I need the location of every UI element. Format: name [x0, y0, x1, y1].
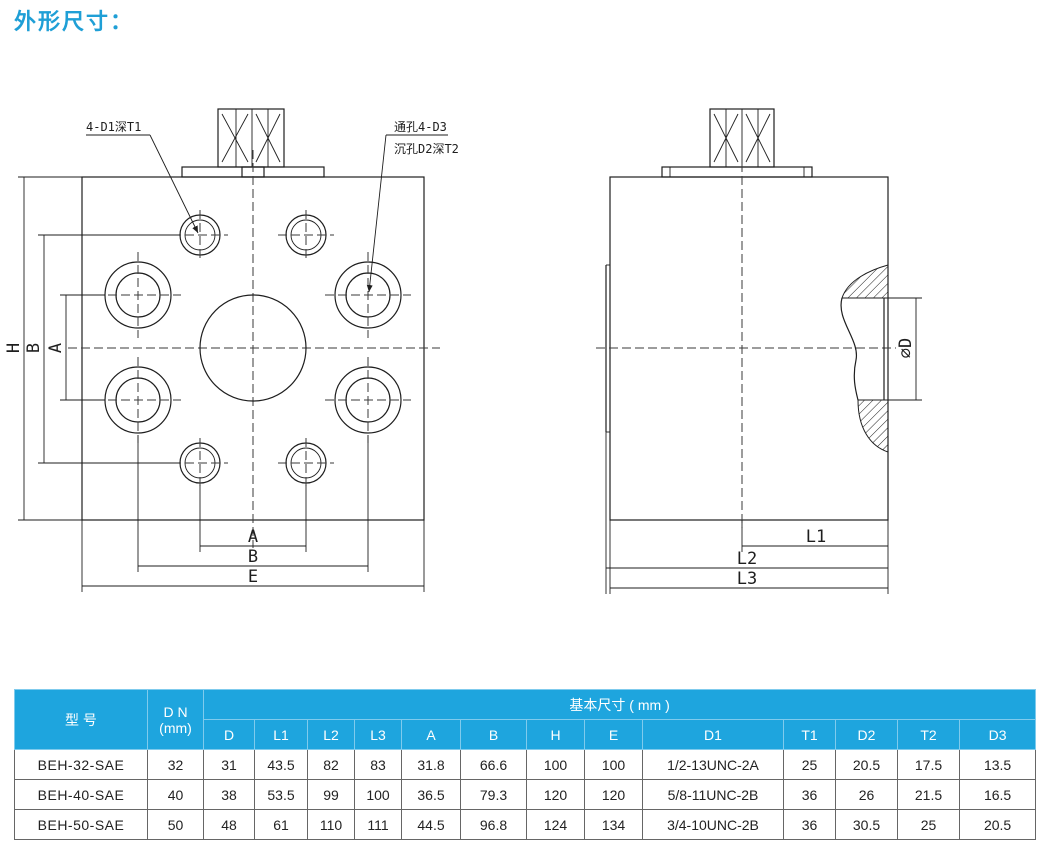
value-cell: 31 — [203, 749, 255, 780]
value-cell: 66.6 — [460, 749, 527, 780]
label-l2: L2 — [737, 549, 757, 569]
header-dn: D N (mm) — [147, 689, 204, 750]
counterbore-holes — [95, 252, 411, 443]
header-model: 型 号 — [14, 689, 148, 750]
column-header: D1 — [642, 719, 784, 750]
header-basic-dimensions: 基本尺寸 ( mm ) — [202, 689, 1037, 720]
header-dn-unit: (mm) — [159, 719, 192, 736]
value-cell: 13.5 — [958, 749, 1037, 780]
value-cell: 120 — [526, 779, 585, 810]
column-header: L3 — [354, 719, 402, 750]
value-cell: 20.5 — [835, 749, 898, 780]
value-cell: 83 — [354, 749, 402, 780]
label-a-vertical: A — [46, 343, 66, 353]
value-cell: 111 — [354, 809, 402, 840]
label-h: H — [4, 343, 24, 353]
value-cell: 17.5 — [897, 749, 960, 780]
value-cell: 100 — [354, 779, 402, 810]
label-a: A — [248, 527, 258, 547]
value-cell: 31.8 — [401, 749, 461, 780]
value-cell: 3/4-10UNC-2B — [642, 809, 784, 840]
column-header: E — [584, 719, 643, 750]
label-diameter-d: ⌀D — [896, 338, 916, 358]
label-e: E — [248, 567, 258, 587]
value-cell: 25 — [783, 749, 836, 780]
central-bore — [199, 294, 307, 402]
column-header: T1 — [783, 719, 836, 750]
label-l3: L3 — [737, 569, 757, 589]
value-cell: 20.5 — [958, 809, 1037, 840]
column-header: D3 — [958, 719, 1037, 750]
column-header: L2 — [307, 719, 355, 750]
column-header: B — [460, 719, 527, 750]
value-cell: 82 — [307, 749, 355, 780]
value-cell: 53.5 — [254, 779, 308, 810]
value-cell: 99 — [307, 779, 355, 810]
value-cell: 43.5 — [254, 749, 308, 780]
value-cell: 21.5 — [897, 779, 960, 810]
value-cell: 100 — [526, 749, 585, 780]
value-cell: 110 — [307, 809, 355, 840]
model-cell: BEH-50-SAE — [14, 809, 148, 840]
column-header: D2 — [835, 719, 898, 750]
column-header: H — [526, 719, 585, 750]
page-title: 外形尺寸： — [14, 9, 135, 35]
value-cell: 36 — [783, 779, 836, 810]
model-cell: BEH-32-SAE — [14, 749, 148, 780]
label-l1: L1 — [806, 527, 826, 547]
value-cell: 96.8 — [460, 809, 527, 840]
column-header: A — [401, 719, 461, 750]
dn-cell: 40 — [147, 779, 204, 810]
value-cell: 1/2-13UNC-2A — [642, 749, 784, 780]
value-cell: 26 — [835, 779, 898, 810]
header-dn-label: D N — [163, 703, 188, 720]
label-b: B — [248, 547, 258, 567]
value-cell: 134 — [584, 809, 643, 840]
column-header: L1 — [254, 719, 308, 750]
value-cell: 120 — [584, 779, 643, 810]
value-cell: 36 — [783, 809, 836, 840]
dimension-drawing: 4-D1深T1 通孔4-D3 沉孔D2深T2 H B A A B E — [4, 108, 922, 594]
column-header: D — [203, 719, 255, 750]
value-cell: 124 — [526, 809, 585, 840]
label-d2-counterbore: 沉孔D2深T2 — [394, 142, 459, 156]
value-cell: 25 — [897, 809, 960, 840]
dn-cell: 32 — [147, 749, 204, 780]
value-cell: 61 — [254, 809, 308, 840]
value-cell: 5/8-11UNC-2B — [642, 779, 784, 810]
dn-cell: 50 — [147, 809, 204, 840]
label-d3-through: 通孔4-D3 — [394, 120, 447, 134]
value-cell: 38 — [203, 779, 255, 810]
label-d1-depth-t1: 4-D1深T1 — [86, 120, 141, 134]
value-cell: 30.5 — [835, 809, 898, 840]
column-header: T2 — [897, 719, 960, 750]
value-cell: 100 — [584, 749, 643, 780]
value-cell: 79.3 — [460, 779, 527, 810]
value-cell: 36.5 — [401, 779, 461, 810]
front-view: 4-D1深T1 通孔4-D3 沉孔D2深T2 H B A A B E — [4, 108, 459, 592]
label-b-vertical: B — [24, 343, 44, 353]
value-cell: 44.5 — [401, 809, 461, 840]
value-cell: 16.5 — [958, 779, 1037, 810]
model-cell: BEH-40-SAE — [14, 779, 148, 810]
side-view: ⌀D L1 L2 L3 — [596, 108, 922, 594]
value-cell: 48 — [203, 809, 255, 840]
